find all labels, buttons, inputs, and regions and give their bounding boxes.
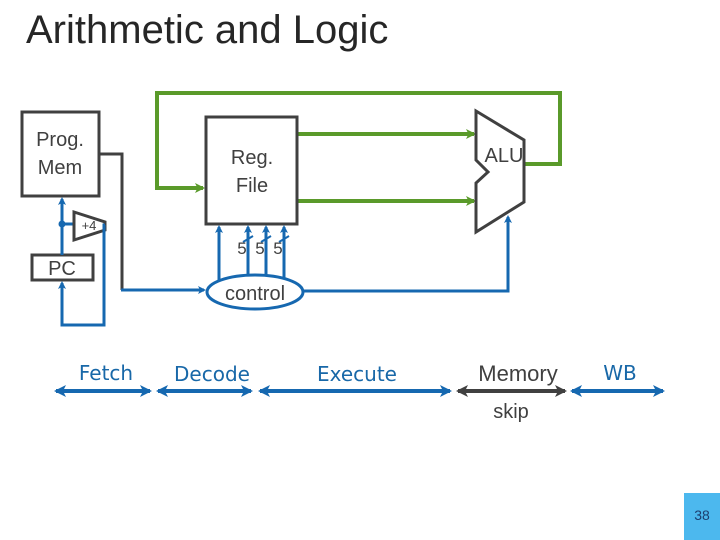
next-pc-loop [58, 223, 106, 327]
bus-tick [278, 235, 290, 243]
stage-note-memory-skip: skip [493, 401, 529, 423]
writeback-path [155, 91, 562, 193]
bus-width-ra: 5 [255, 239, 264, 258]
control-label: control [225, 283, 285, 305]
bus-width-rb: 5 [273, 239, 282, 258]
adder-label: +4 [82, 218, 97, 233]
stage-label-memory: Memory [478, 361, 557, 386]
slide-title: Arithmetic and Logic [26, 8, 389, 52]
stage-label-decode: Decode [174, 362, 250, 386]
reg-file-block[interactable] [204, 115, 299, 226]
reg-file-label-1: Reg. [231, 147, 273, 169]
pc-label: PC [48, 258, 76, 280]
reg-file-label-2: File [236, 175, 268, 197]
stage-label-writeback: WB [603, 361, 637, 385]
bus-tick [242, 235, 254, 243]
page-number-badge: 38 [684, 493, 720, 540]
prog-mem-label-2: Mem [38, 157, 82, 179]
instruction-wire [99, 152, 124, 290]
bus-tick [260, 235, 272, 243]
alu-label: ALU [485, 145, 524, 167]
stage-label-execute: Execute [317, 362, 397, 386]
prog-mem-block[interactable] [20, 110, 101, 198]
prog-mem-label-1: Prog. [36, 129, 84, 151]
bus-width-rd: 5 [237, 239, 246, 258]
control-to-alu [303, 215, 512, 293]
alu-block[interactable] [474, 108, 526, 235]
stage-label-fetch: Fetch [79, 361, 133, 385]
